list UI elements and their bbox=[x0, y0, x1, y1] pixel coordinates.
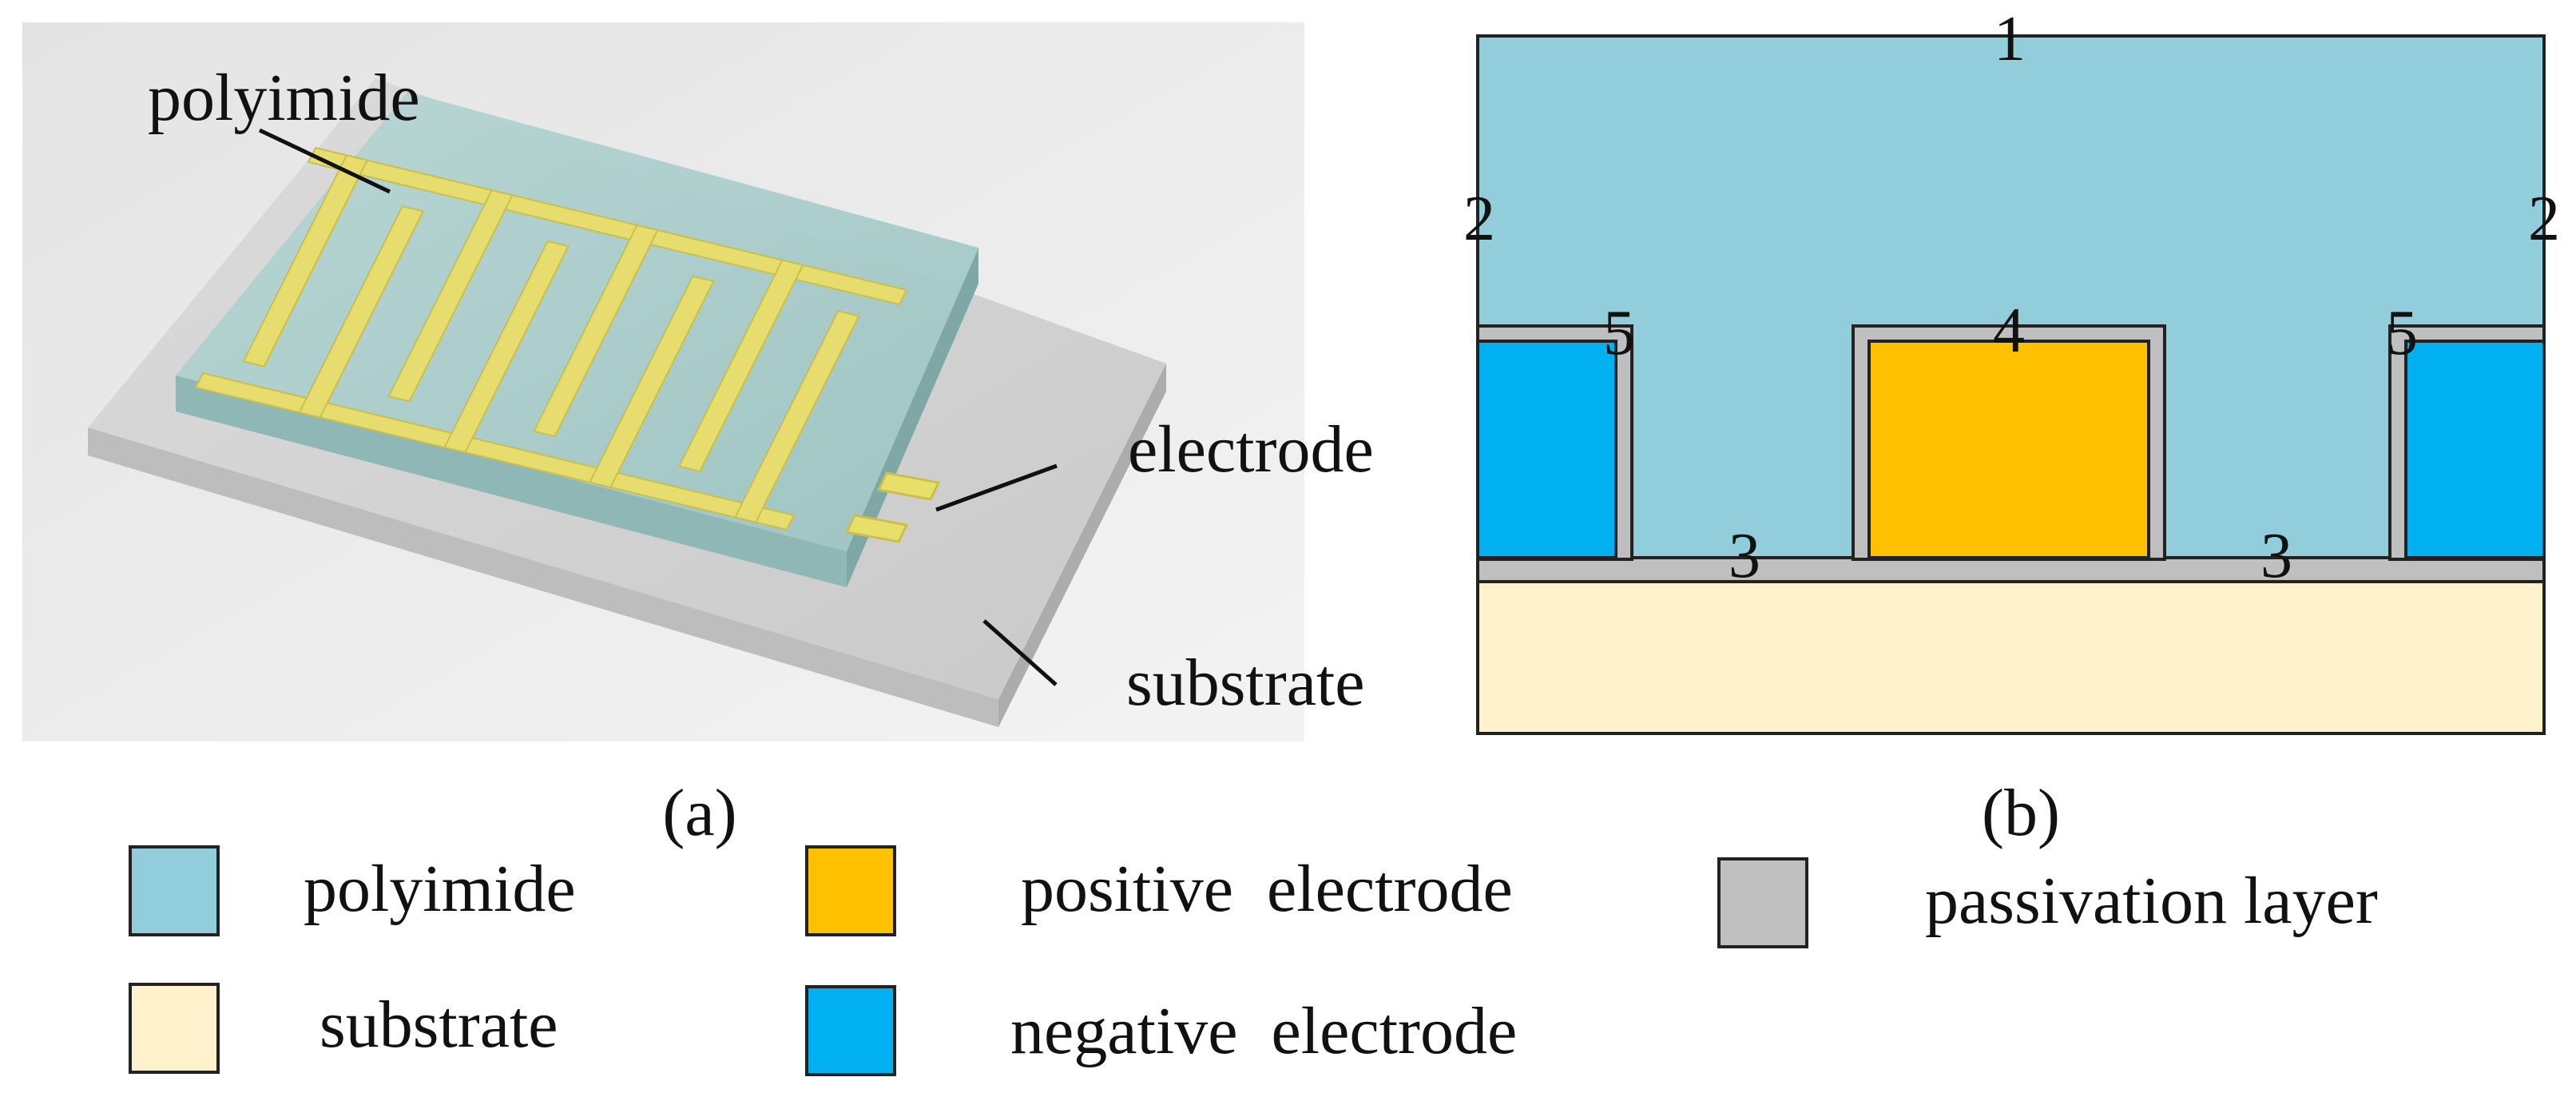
render-substrate-side-front bbox=[88, 427, 998, 727]
cross-section-negative-electrode-left bbox=[1476, 340, 1617, 559]
substrate-leader-line bbox=[982, 619, 1058, 686]
comb-finger bbox=[677, 259, 804, 472]
number-2-left: 2 bbox=[1463, 184, 1495, 254]
legend-swatch-passivation-layer bbox=[1717, 857, 1808, 948]
legend-swatch-positive-electrode bbox=[805, 845, 896, 936]
number-3-left: 3 bbox=[1729, 521, 1760, 591]
render-polyimide-side-right bbox=[847, 248, 978, 587]
legend-swatch-negative-electrode bbox=[805, 985, 896, 1076]
legend-item-positive-electrode: positive electrode bbox=[805, 845, 1513, 936]
comb-finger bbox=[533, 224, 659, 438]
comb-bus-top bbox=[307, 146, 908, 306]
number-3-right: 3 bbox=[2260, 521, 2292, 591]
render-substrate-side-right bbox=[998, 364, 1166, 727]
legend-swatch-substrate bbox=[129, 983, 220, 1074]
cross-section-substrate bbox=[1476, 580, 2546, 735]
legend-label-polyimide: polyimide bbox=[304, 852, 576, 926]
legend-label-substrate: substrate bbox=[320, 988, 558, 1062]
panel-b-cross-section bbox=[1476, 34, 2546, 735]
panel-a-render bbox=[22, 22, 1304, 741]
legend-label-passivation-layer: passivation layer bbox=[1925, 864, 2378, 938]
number-1: 1 bbox=[1994, 4, 2026, 74]
number-4: 4 bbox=[1993, 296, 2025, 366]
cross-section-negative-electrode-right bbox=[2404, 340, 2546, 559]
number-5-left: 5 bbox=[1603, 298, 1635, 368]
render-electrode-pattern bbox=[194, 146, 908, 531]
label-substrate: substrate bbox=[1126, 646, 1365, 720]
render-electrode-pad-lower bbox=[844, 514, 909, 543]
comb-finger bbox=[443, 240, 570, 454]
comb-finger bbox=[588, 275, 715, 489]
cross-section-passivation-bottom bbox=[1476, 556, 2546, 583]
electrode-leader-line bbox=[935, 463, 1058, 512]
number-2-right: 2 bbox=[2528, 184, 2560, 254]
legend: polyimide positive electrode passivation… bbox=[129, 845, 2378, 1076]
legend-item-substrate: substrate bbox=[129, 983, 558, 1074]
comb-finger bbox=[242, 154, 369, 368]
caption-b: (b) bbox=[1982, 776, 2060, 850]
comb-finger bbox=[733, 310, 860, 523]
polyimide-leader-line bbox=[258, 128, 391, 194]
comb-finger bbox=[298, 205, 425, 419]
label-polyimide: polyimide bbox=[148, 61, 420, 135]
legend-swatch-polyimide bbox=[129, 845, 220, 936]
label-electrode: electrode bbox=[1128, 412, 1374, 487]
legend-item-passivation-layer: passivation layer bbox=[1717, 857, 2378, 948]
cross-section-positive-electrode bbox=[1868, 340, 2150, 559]
legend-item-negative-electrode: negative electrode bbox=[805, 985, 1517, 1076]
render-electrode-pad-upper bbox=[876, 471, 941, 501]
legend-label-negative-electrode: negative electrode bbox=[1010, 994, 1517, 1068]
comb-finger bbox=[387, 189, 514, 403]
legend-label-positive-electrode: positive electrode bbox=[1021, 852, 1513, 926]
number-5-right: 5 bbox=[2386, 298, 2418, 368]
legend-item-polyimide: polyimide bbox=[129, 845, 576, 936]
caption-a: (a) bbox=[662, 776, 736, 850]
render-polyimide-side-front bbox=[176, 376, 847, 587]
